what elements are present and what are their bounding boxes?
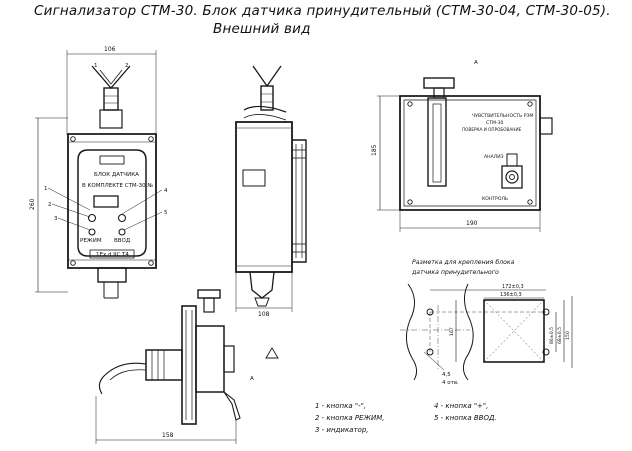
front-dim-height: 260 — [29, 198, 36, 210]
legend-item-1: 1 - кнопка "-", — [315, 402, 366, 410]
view-marker-a-bottom: А — [250, 376, 254, 382]
mount-dim-right-3: 150 — [565, 331, 571, 340]
text-layer: 106 260 1 2 БЛОК ДАТЧИКА В КОМПЛЕКТЕ СТМ… — [29, 46, 571, 439]
callout-3: 3 — [54, 216, 58, 222]
callout-1: 1 — [44, 186, 48, 192]
side-dim-width: 108 — [258, 311, 270, 318]
legend-item-2: 2 - кнопка РЕЖИМ, — [315, 414, 385, 422]
callout-5: 5 — [164, 210, 168, 216]
mount-dim-left: 167 — [449, 327, 455, 336]
front-dim-width: 106 — [104, 46, 116, 53]
callout-2: 2 — [48, 202, 52, 208]
wire-label-1: 1 — [94, 63, 98, 69]
legend-item-5: 5 - кнопка ВВОД. — [434, 414, 497, 422]
right-dim-width: 190 — [466, 220, 478, 227]
mount-dim-right-1: 86±0,5 — [549, 327, 555, 344]
drawing-title: Сигнализатор СТМ-30. Блок датчика принуд… — [34, 3, 611, 19]
mount-hole-label: 4,5 — [442, 372, 451, 378]
top-right-view — [377, 77, 553, 232]
mount-dim-top: 172±0,3 — [502, 284, 524, 290]
view-marker-triangle — [265, 347, 279, 359]
mount-dim-right-2: 68±0,5 — [557, 327, 563, 344]
label-analysis: АНАЛИЗ — [484, 154, 504, 160]
mount-caption-2: датчика принудительного — [411, 269, 499, 276]
button-label-right: ВВОД — [114, 238, 131, 244]
mount-dim-top2: 136±0,3 — [500, 292, 522, 298]
side-view — [235, 65, 307, 312]
plate-line-2: СТМ-30 — [486, 120, 504, 126]
drawing-subtitle: Внешний вид — [213, 21, 311, 37]
bottom-view — [95, 289, 241, 444]
legend-item-4: 4 - кнопка "+", — [434, 402, 488, 410]
lid-label-2: В КОМПЛЕКТЕ СТМ-30 № — [82, 183, 153, 189]
right-dim-height: 185 — [371, 144, 378, 156]
legend-item-3: 3 - индикатор, — [315, 426, 369, 434]
bottom-dim-width: 158 — [162, 432, 174, 439]
button-label-left: РЕЖИМ — [80, 238, 102, 244]
wire-label-2: 2 — [125, 63, 129, 69]
lid-label-1: БЛОК ДАТЧИКА — [94, 172, 139, 178]
mount-hole-count: 4 отв. — [442, 380, 459, 386]
mounting-layout — [400, 283, 573, 381]
mount-caption-1: Разметка для крепления блока — [412, 258, 515, 266]
plate-line-3: ПОВЕРКА И ОПРОБОВАНИЕ — [462, 127, 522, 132]
plate-line-1: ЧУВСТВИТЕЛЬНОСТЬ РЗМ — [472, 113, 533, 119]
callout-4: 4 — [164, 188, 168, 194]
view-marker-a-top: А — [474, 60, 478, 66]
label-control: КОНТРОЛЬ — [482, 196, 508, 202]
plate-label: 1Ex d IIC T4 — [96, 252, 129, 258]
front-view — [35, 50, 163, 299]
